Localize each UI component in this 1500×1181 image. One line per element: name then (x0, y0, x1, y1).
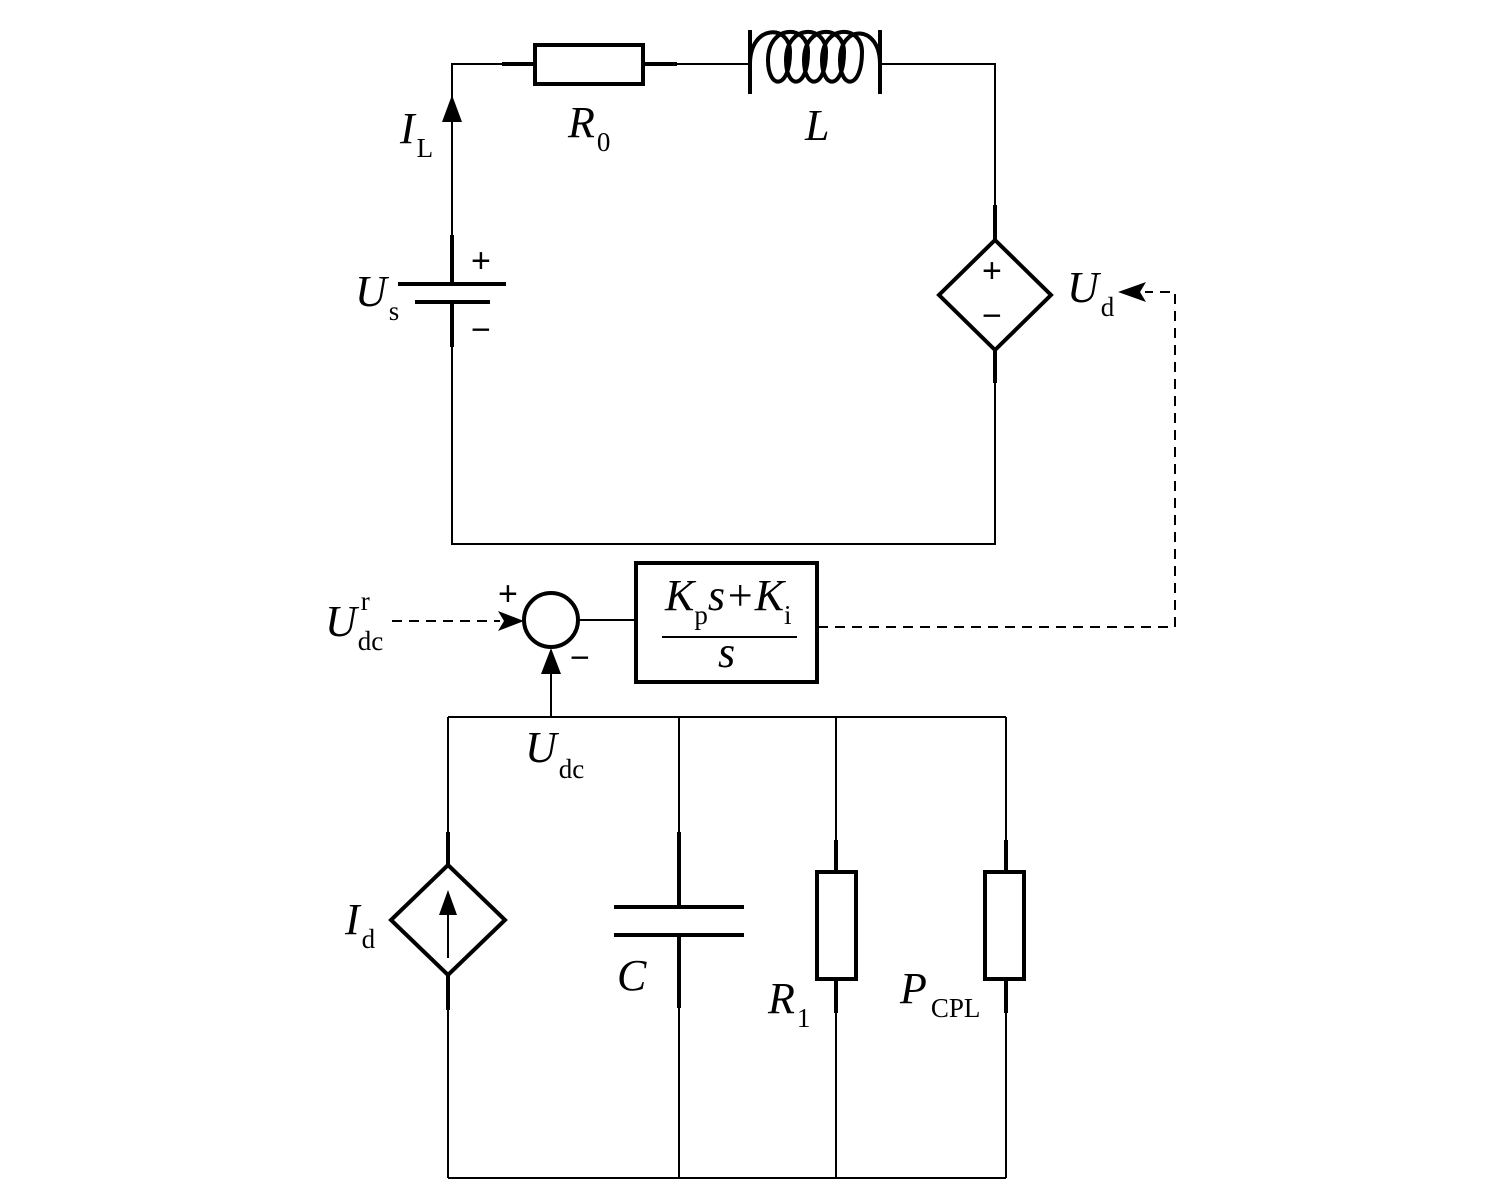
label-Udc: Udc (525, 723, 584, 784)
battery-Us (398, 235, 506, 347)
controller-numerator: Kps+Ki (664, 571, 792, 630)
controller-denominator: s (718, 628, 735, 677)
battery-minus-sign: − (471, 311, 491, 349)
reference-input-path (392, 611, 524, 631)
vsource-minus-sign: − (982, 297, 1002, 335)
vsource-plus-sign: + (982, 252, 1002, 290)
capacitor-C (614, 832, 744, 1008)
label-Id: Id (344, 895, 376, 954)
label-IL: IL (399, 104, 433, 163)
label-C: C (617, 951, 647, 1000)
pi-controller-block (634, 561, 819, 684)
current-arrow-IL (442, 95, 462, 190)
resistor-R0 (502, 43, 677, 86)
top-loop-wires (451, 63, 996, 545)
sum-plus-sign: + (498, 575, 518, 613)
label-Us: Us (355, 267, 399, 326)
sum-minus-sign: − (570, 639, 590, 677)
dependent-current-source-Id (388, 832, 508, 1010)
constant-power-load (983, 840, 1026, 1013)
label-L: L (804, 101, 829, 150)
control-signal-path (818, 282, 1176, 628)
inductor-L (748, 29, 882, 94)
label-Ud: Ud (1067, 263, 1115, 322)
battery-plus-sign: + (471, 242, 491, 280)
bottom-network-wires (447, 716, 1007, 1179)
resistor-R1 (815, 840, 858, 1013)
label-R1: R1 (767, 974, 810, 1033)
feedback-arrow-Udc (541, 648, 561, 717)
dependent-voltage-source-Ud (936, 205, 1054, 383)
label-R0: R0 (567, 98, 610, 157)
